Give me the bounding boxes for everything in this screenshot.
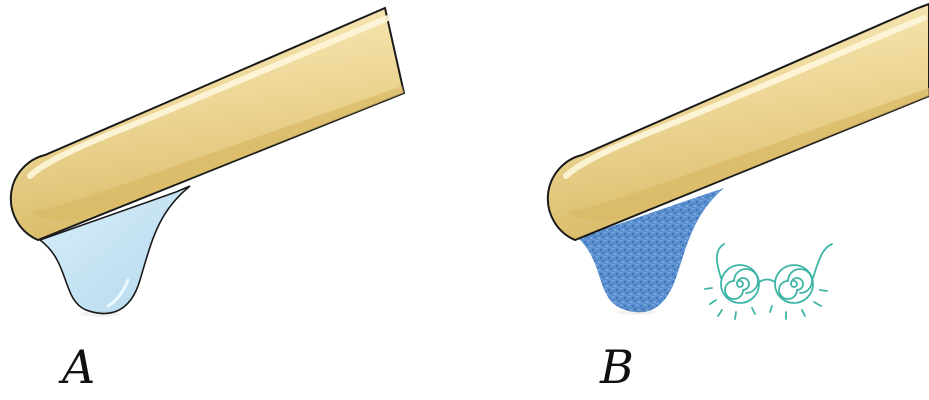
spiral-glasses-icon xyxy=(705,244,832,319)
panel-label-a: A xyxy=(62,344,95,390)
panel-a xyxy=(11,8,404,314)
panel-label-b: B xyxy=(600,344,634,390)
drop-shadow xyxy=(80,311,120,317)
panel-b xyxy=(548,4,929,319)
drop-shadow xyxy=(616,309,656,315)
